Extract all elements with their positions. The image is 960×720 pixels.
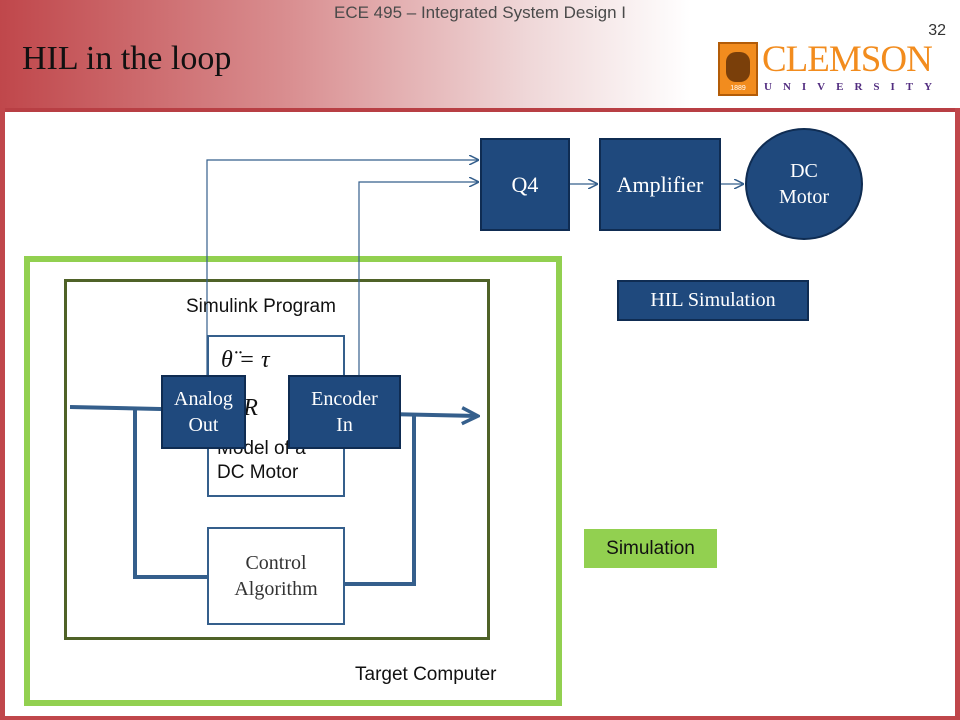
control-algorithm-line1: Control	[245, 552, 307, 574]
model-text-line2: DC Motor	[217, 462, 299, 483]
simulink-program-label: Simulink Program	[186, 296, 336, 317]
logo-name: CLEMSON	[762, 39, 933, 80]
encoder-in-block: Encoder In	[288, 375, 401, 449]
amplifier-block: Amplifier	[599, 138, 721, 231]
hil-simulation-button[interactable]: HIL Simulation	[617, 280, 809, 321]
simulation-button[interactable]: Simulation	[584, 529, 717, 568]
control-algorithm-block: Control Algorithm	[207, 527, 345, 625]
analog-out-block: Analog Out	[161, 375, 246, 449]
model-description: Model of a DC Motor	[217, 437, 343, 485]
control-algorithm-line2: Algorithm	[234, 578, 318, 600]
analog-out-line2: Out	[188, 414, 219, 436]
feedback-wire-left	[133, 407, 207, 579]
analog-out-to-q4-wire	[206, 160, 478, 375]
seal-year: 1889	[730, 85, 746, 92]
right-border	[955, 108, 960, 720]
header-band	[0, 0, 960, 108]
encoder-in-to-q4-wire	[358, 182, 478, 375]
encoder-in-line1: Encoder	[311, 388, 378, 410]
slide-title: HIL in the loop	[22, 40, 232, 77]
q4-block: Q4	[480, 138, 570, 231]
course-title: ECE 495 – Integrated System Design I	[334, 3, 626, 22]
simulink-program-box	[64, 279, 490, 640]
tiger-seal-icon: 1889	[718, 42, 758, 96]
page-number: 32	[928, 22, 946, 39]
model-equation-1: θ̈ = τ	[221, 347, 270, 373]
target-computer-box	[24, 256, 562, 706]
dc-motor-line1: DC	[790, 160, 818, 182]
logo-subtitle: UNIVERSITY	[764, 81, 944, 93]
encoder-in-line2: In	[336, 414, 353, 436]
header-separator	[0, 108, 960, 112]
target-computer-label: Target Computer	[355, 664, 497, 685]
left-border	[0, 108, 5, 720]
feedback-wire-right	[345, 414, 416, 586]
dc-motor-line2: Motor	[779, 186, 829, 208]
dc-motor-block: DC Motor	[745, 128, 863, 240]
bottom-border	[0, 716, 960, 720]
clemson-logo: 1889 CLEMSON UNIVERSITY	[718, 39, 954, 98]
analog-out-line1: Analog	[174, 388, 233, 410]
